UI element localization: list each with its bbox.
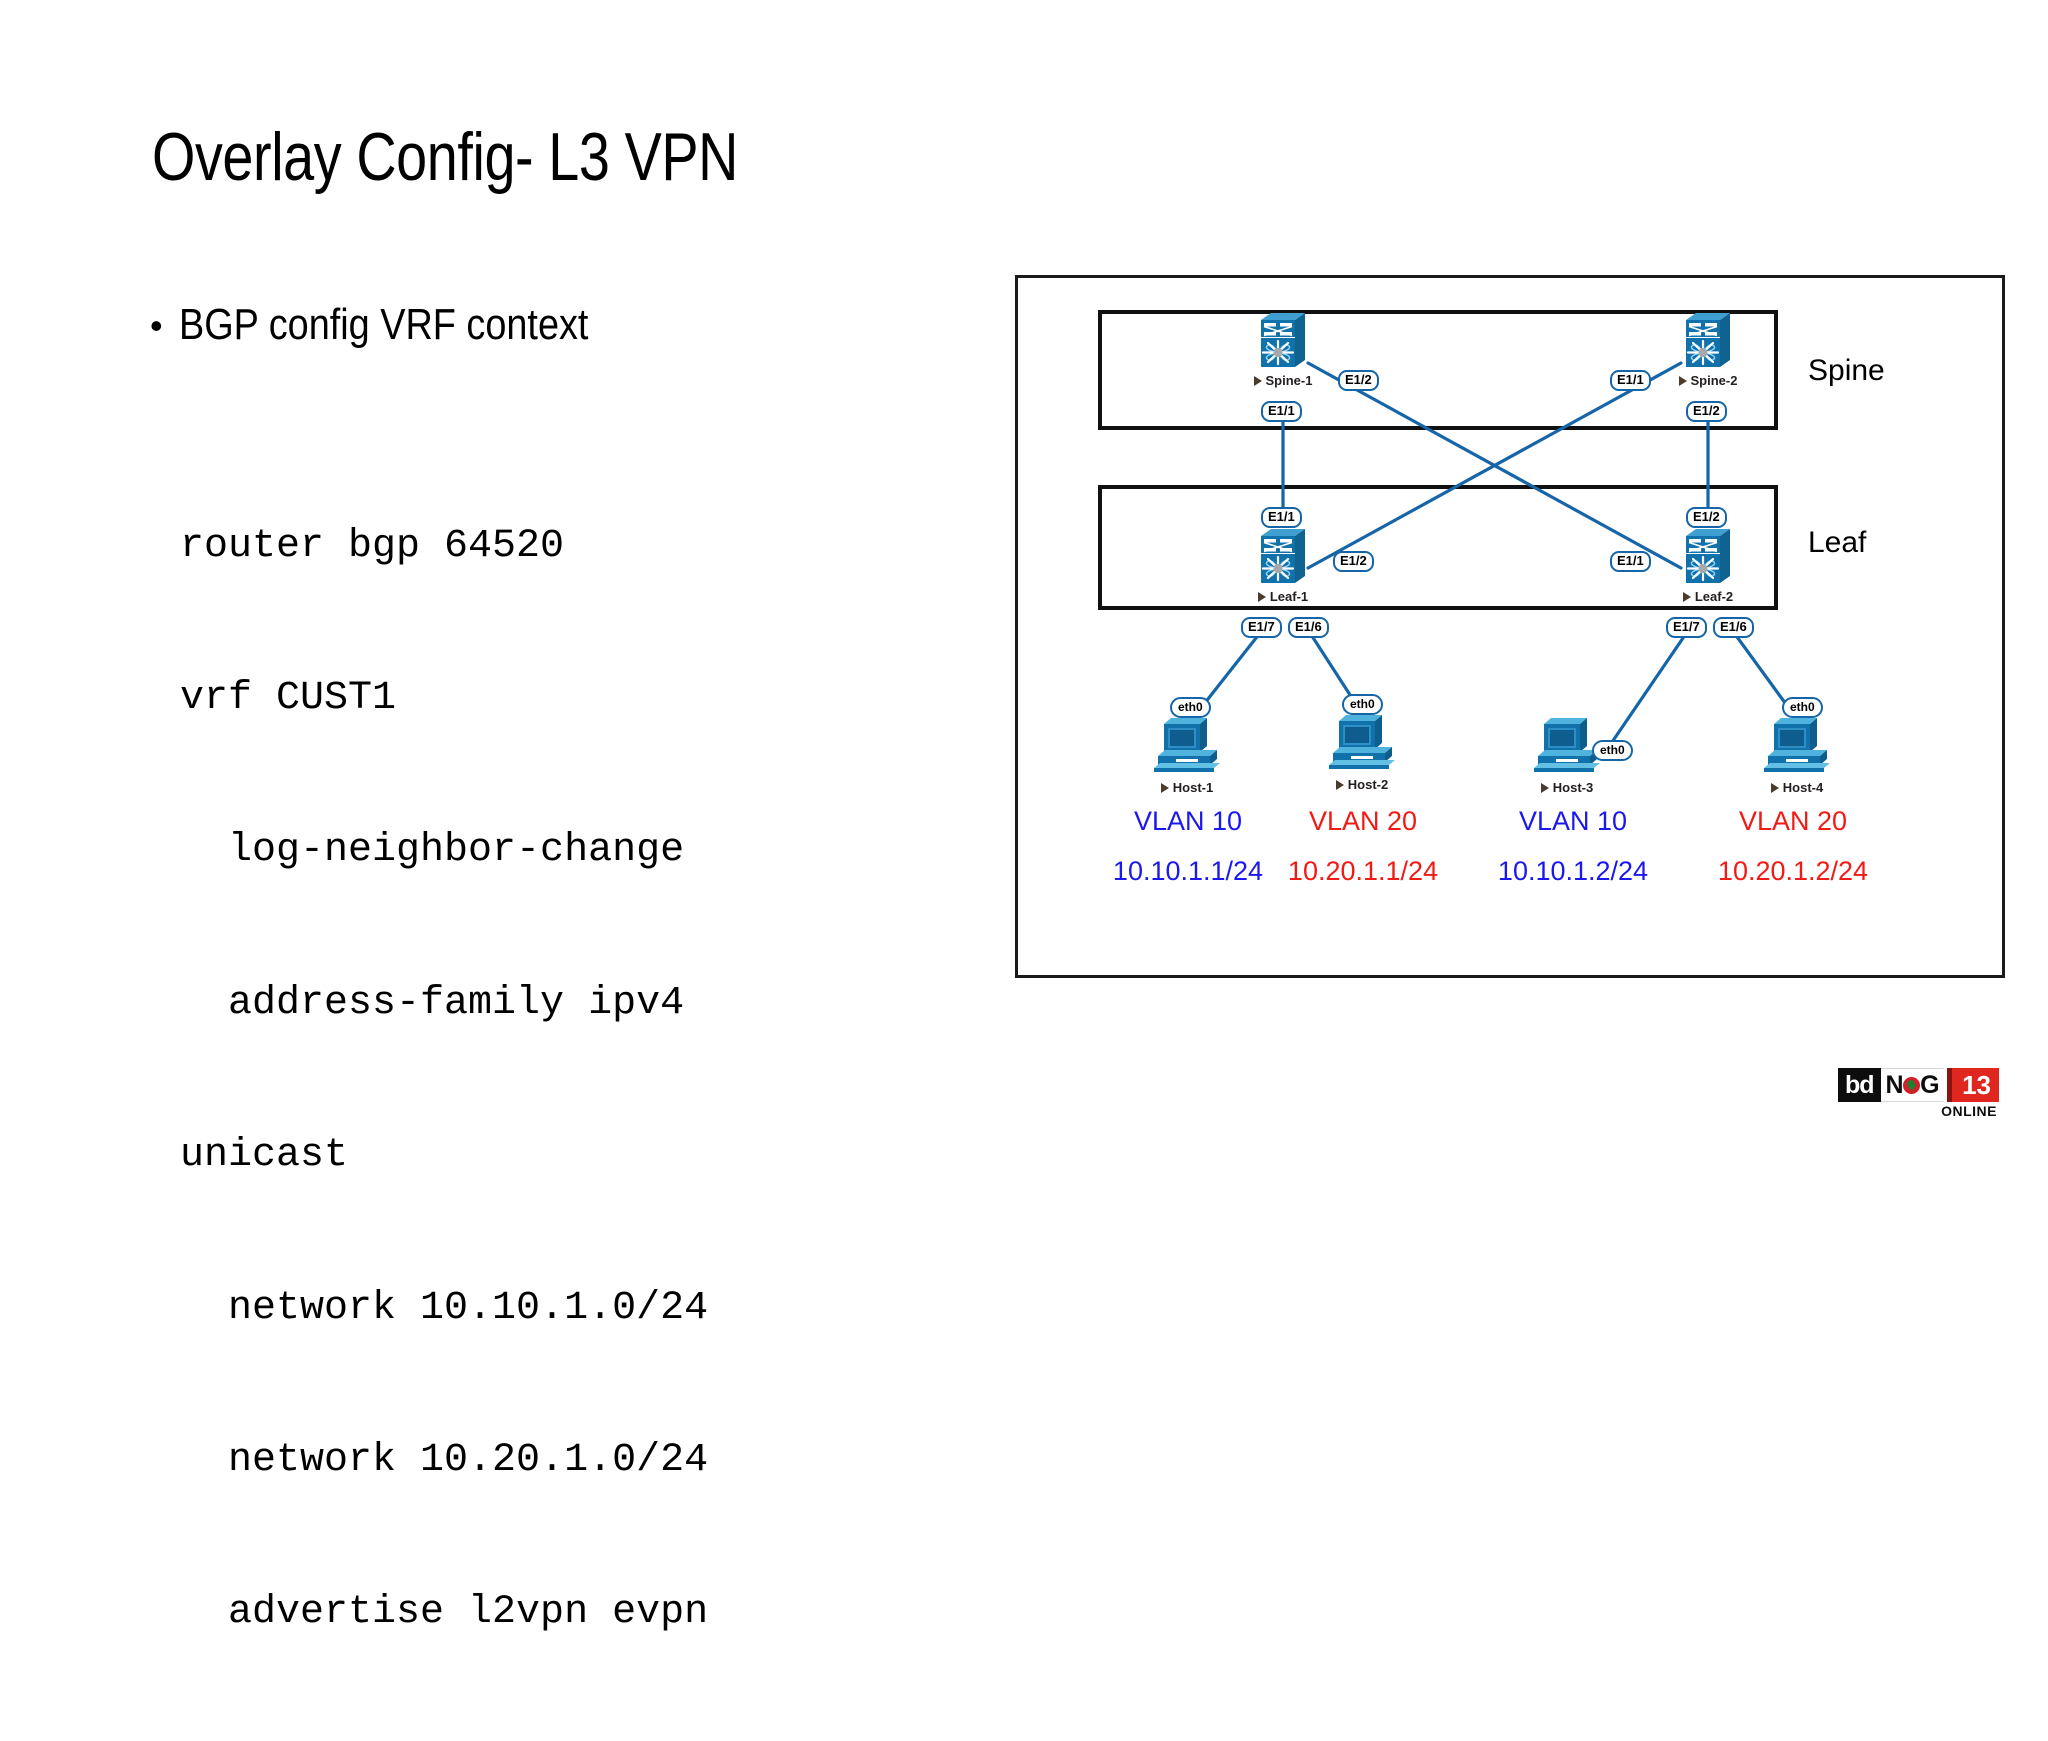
vlan-label-host-3: VLAN 10 xyxy=(1518,806,1628,836)
spine-tier-box xyxy=(1098,310,1778,430)
switch-icon xyxy=(1261,313,1305,367)
port-badge-leaf2-e1-2[interactable]: E1/2 xyxy=(1686,507,1727,529)
device-spine-1[interactable]: Spine-1 xyxy=(1253,310,1313,388)
device-label: Host-2 xyxy=(1325,777,1399,792)
triangle-icon xyxy=(1257,591,1266,602)
code-line: log-neighbor-change xyxy=(180,828,685,874)
spine-tier-label: Spine xyxy=(1808,354,1885,387)
device-host-2[interactable]: Host-2 xyxy=(1325,713,1399,792)
vlan-label-host-1: VLAN 10 xyxy=(1133,806,1243,836)
port-badge-leaf2-e1-6[interactable]: E1/6 xyxy=(1713,617,1754,639)
device-name: Host-1 xyxy=(1172,780,1214,795)
device-label: Leaf-1 xyxy=(1255,589,1311,604)
computer-icon xyxy=(1154,718,1220,772)
device-name: Host-2 xyxy=(1347,777,1389,792)
bangladesh-flag-icon xyxy=(1903,1076,1921,1094)
eth-badge-host-4[interactable]: eth0 xyxy=(1782,697,1823,719)
port-badge-leaf1-e1-1[interactable]: E1/1 xyxy=(1261,507,1302,529)
leaf-tier-label: Leaf xyxy=(1808,526,1867,559)
device-label: Host-3 xyxy=(1530,780,1604,795)
ip-label-host-2: 10.20.1.1/24 xyxy=(1287,856,1439,886)
logo-edition-number: 13 xyxy=(1947,1068,1999,1102)
port-badge-spine1-e1-1[interactable]: E1/1 xyxy=(1261,401,1302,423)
switch-icon xyxy=(1686,313,1730,367)
bullet-item: • BGP config VRF context xyxy=(150,300,940,350)
device-host-4[interactable]: Host-4 xyxy=(1760,716,1834,795)
device-leaf-2[interactable]: Leaf-2 xyxy=(1680,526,1736,604)
triangle-icon xyxy=(1678,375,1687,386)
port-badge-leaf1-e1-2[interactable]: E1/2 xyxy=(1333,551,1374,573)
computer-icon xyxy=(1534,718,1600,772)
port-badge-spine1-e1-2[interactable]: E1/2 xyxy=(1338,370,1379,392)
code-line: unicast xyxy=(180,1133,349,1179)
code-line: vrf CUST1 xyxy=(180,675,397,721)
logo-n: N xyxy=(1885,1070,1904,1099)
logo-g: G xyxy=(1920,1070,1940,1099)
device-name: Spine-2 xyxy=(1690,373,1738,388)
code-block: router bgp 64520 vrf CUST1 log-neighbor-… xyxy=(180,420,940,1741)
device-name: Leaf-1 xyxy=(1269,589,1309,604)
bdnog-logo: bd N G 13 ONLINE xyxy=(1838,1068,1999,1119)
device-name: Host-3 xyxy=(1552,780,1594,795)
device-host-1[interactable]: Host-1 xyxy=(1150,716,1224,795)
code-line: network 10.20.1.0/24 xyxy=(180,1437,709,1483)
device-host-3[interactable]: Host-3 xyxy=(1530,716,1604,795)
code-line: router bgp 64520 xyxy=(180,523,565,569)
logo-top-row: bd N G 13 xyxy=(1838,1068,1999,1102)
device-leaf-1[interactable]: Leaf-1 xyxy=(1255,526,1311,604)
triangle-icon xyxy=(1682,591,1691,602)
ip-label-host-4: 10.20.1.2/24 xyxy=(1717,856,1869,886)
logo-bd-text: bd xyxy=(1838,1068,1881,1102)
port-badge-spine2-e1-1[interactable]: E1/1 xyxy=(1610,370,1651,392)
triangle-icon xyxy=(1253,375,1262,386)
triangle-icon xyxy=(1335,779,1344,790)
vlan-label-host-4: VLAN 20 xyxy=(1738,806,1848,836)
eth-badge-host-2[interactable]: eth0 xyxy=(1342,694,1383,716)
bullet-marker: • xyxy=(150,305,163,346)
device-name: Spine-1 xyxy=(1265,373,1313,388)
port-badge-leaf1-e1-6[interactable]: E1/6 xyxy=(1288,617,1329,639)
network-topology-diagram: Spine Leaf xyxy=(1015,275,2005,978)
device-label: Spine-1 xyxy=(1253,373,1313,388)
port-badge-leaf1-e1-7[interactable]: E1/7 xyxy=(1241,617,1282,639)
eth-badge-host-1[interactable]: eth0 xyxy=(1170,697,1211,719)
switch-icon xyxy=(1686,529,1730,583)
triangle-icon xyxy=(1540,782,1549,793)
bullet-text: BGP config VRF context xyxy=(178,300,589,349)
triangle-icon xyxy=(1160,782,1169,793)
code-line: advertise l2vpn evpn xyxy=(180,1590,709,1636)
device-name: Host-4 xyxy=(1782,780,1824,795)
device-label: Spine-2 xyxy=(1678,373,1738,388)
code-line: address-family ipv4 xyxy=(180,980,685,1026)
device-name: Leaf-2 xyxy=(1694,589,1734,604)
device-label: Leaf-2 xyxy=(1680,589,1736,604)
device-label: Host-4 xyxy=(1760,780,1834,795)
port-badge-spine2-e1-2[interactable]: E1/2 xyxy=(1686,401,1727,423)
triangle-icon xyxy=(1770,782,1779,793)
ip-label-host-1: 10.10.1.1/24 xyxy=(1112,856,1264,886)
switch-icon xyxy=(1261,529,1305,583)
logo-online-text: ONLINE xyxy=(1941,1103,1997,1119)
computer-icon xyxy=(1764,718,1830,772)
code-line: network 10.10.1.0/24 xyxy=(180,1285,709,1331)
device-spine-2[interactable]: Spine-2 xyxy=(1678,310,1738,388)
port-badge-leaf2-e1-1[interactable]: E1/1 xyxy=(1610,551,1651,573)
content-column: • BGP config VRF context router bgp 6452… xyxy=(150,300,940,1741)
vlan-label-host-2: VLAN 20 xyxy=(1308,806,1418,836)
eth-badge-host-3[interactable]: eth0 xyxy=(1592,740,1633,762)
device-label: Host-1 xyxy=(1150,780,1224,795)
leaf-tier-box xyxy=(1098,485,1778,610)
computer-icon xyxy=(1329,715,1395,769)
ip-label-host-3: 10.10.1.2/24 xyxy=(1497,856,1649,886)
port-badge-leaf2-e1-7[interactable]: E1/7 xyxy=(1666,617,1707,639)
logo-nog-text: N G xyxy=(1880,1068,1945,1102)
page-title: Overlay Config- L3 VPN xyxy=(152,119,738,195)
